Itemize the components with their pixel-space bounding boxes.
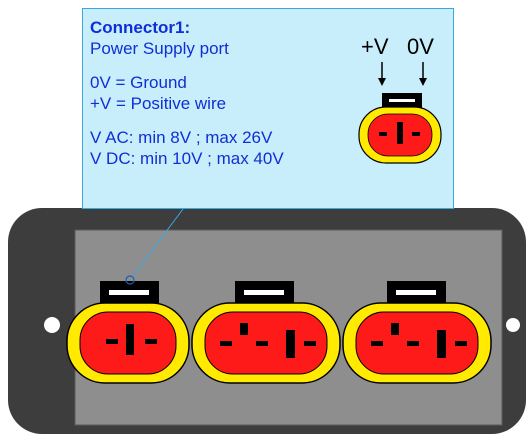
connector-1-pin-side <box>145 339 157 344</box>
mini-connector-pin-c <box>412 132 420 136</box>
connector-3-pin-a <box>371 341 383 346</box>
mini-connector-pin-a <box>379 132 387 136</box>
connector-3[interactable] <box>342 281 492 384</box>
legend-plusv: +V = Positive wire <box>90 94 227 113</box>
connector-1[interactable] <box>66 281 190 384</box>
connector-3-pin-c <box>407 341 419 346</box>
connector-3-pin-d <box>437 330 446 358</box>
mini-connector-pin-b <box>397 122 403 144</box>
connector-1-pin-plusv <box>106 339 118 344</box>
connector-2-pin-c <box>256 341 268 346</box>
connector-2-latch-slot <box>244 290 284 295</box>
connector-3-latch-slot <box>396 290 436 295</box>
spec-vac: V AC: min 8V ; max 26V <box>90 128 273 147</box>
pin-label-plusv: +V <box>361 34 389 59</box>
callout-subtitle: Power Supply port <box>90 39 229 58</box>
pin-label-0v: 0V <box>407 34 434 59</box>
connector-2-pin-d <box>286 330 295 358</box>
connector1-callout: Connector1: Power Supply port 0V = Groun… <box>82 8 454 209</box>
connector-2[interactable] <box>191 281 341 384</box>
arrow-0v-head <box>419 78 427 86</box>
mini-connector-latch-slot <box>389 99 415 102</box>
connector-3-pin-e <box>455 341 467 346</box>
connector-3-pin-b <box>391 323 399 335</box>
spec-vdc: V DC: min 10V ; max 40V <box>90 149 284 168</box>
callout-title: Connector1: <box>90 18 191 37</box>
callout-leader-dot <box>125 275 135 285</box>
mounting-hole-left <box>44 317 60 333</box>
connector-1-pin-0v <box>126 324 134 355</box>
connector-1-latch-slot <box>109 290 149 295</box>
connector-2-pin-b <box>240 323 248 335</box>
pinout-mini-diagram <box>358 62 442 164</box>
legend-0v: 0V = Ground <box>90 73 187 92</box>
callout-text: Connector1: Power Supply port 0V = Groun… <box>90 17 284 169</box>
connector-2-pin-e <box>304 341 316 346</box>
callout-leader-line <box>132 208 184 277</box>
arrow-plusv-head <box>378 78 386 86</box>
connector-2-pin-a <box>220 341 232 346</box>
mounting-hole-right <box>506 318 520 332</box>
